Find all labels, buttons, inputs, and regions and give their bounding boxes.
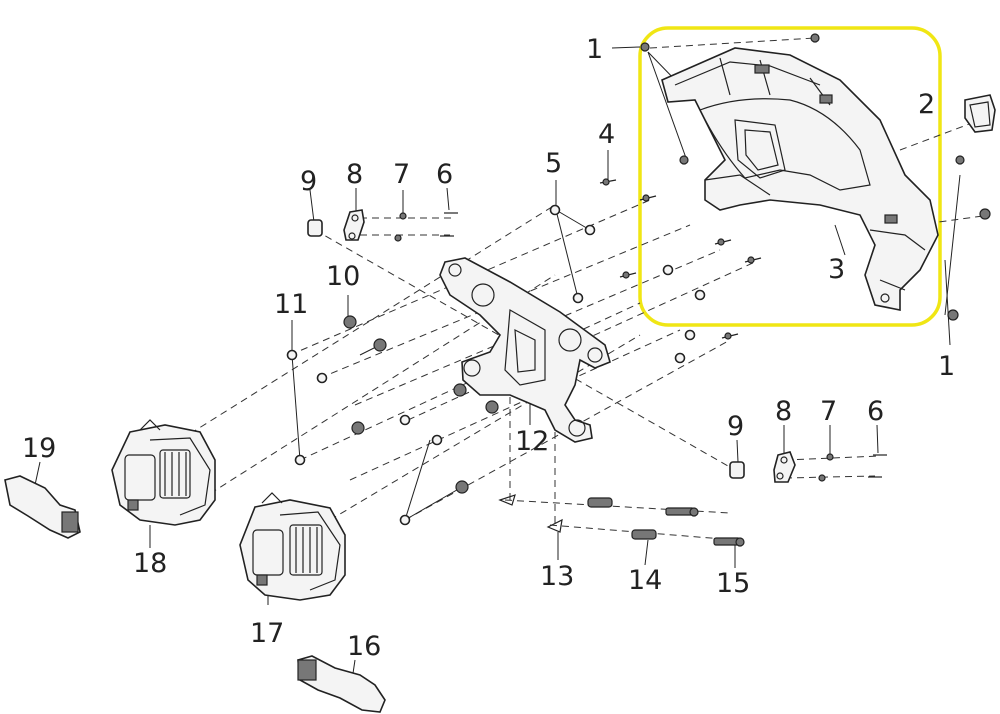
bracket-group-left [307, 209, 458, 242]
callout-9-right: 9 [727, 411, 744, 442]
callout-12: 12 [515, 426, 549, 457]
washers-and-bolts [286, 178, 762, 526]
callout-1-top: 1 [586, 34, 603, 65]
callout-6-right: 6 [867, 396, 884, 427]
highlight-box [638, 26, 942, 327]
callout-7-left: 7 [393, 159, 410, 190]
callout-13: 13 [540, 561, 574, 592]
bracket-group-right [729, 451, 887, 483]
mounting-bracket-part-12 [439, 257, 611, 443]
callout-7-right: 7 [820, 396, 837, 427]
callout-9-left: 9 [300, 166, 317, 197]
connector-part-19 [4, 475, 81, 539]
callout-4: 4 [598, 119, 615, 150]
callout-8-left: 8 [346, 159, 363, 190]
callout-15: 15 [716, 568, 750, 599]
lamp-module-part-18 [111, 419, 216, 526]
callout-labels: 1 2 3 1 4 5 9 8 7 6 10 11 12 9 8 7 6 19 … [22, 34, 955, 662]
callout-1-right: 1 [938, 351, 955, 382]
callout-14: 14 [628, 565, 662, 596]
screws-part-1 [640, 33, 991, 321]
callout-16: 16 [347, 631, 381, 662]
callout-11: 11 [274, 289, 308, 320]
callout-5: 5 [545, 148, 562, 179]
callout-10: 10 [326, 261, 360, 292]
callout-18: 18 [133, 548, 167, 579]
grommets-part-10 [343, 315, 499, 494]
clip-part-2 [964, 94, 996, 133]
headlight-bracket-part-3 [661, 47, 939, 311]
callout-6-left: 6 [436, 159, 453, 190]
adjuster-springs-and-screws [498, 494, 745, 547]
callout-2: 2 [918, 89, 935, 120]
lamp-module-part-17 [239, 492, 346, 601]
connector-part-16 [297, 655, 386, 713]
callout-3: 3 [828, 254, 845, 285]
callout-8-right: 8 [775, 396, 792, 427]
callout-17: 17 [250, 618, 284, 649]
callout-19: 19 [22, 433, 56, 464]
